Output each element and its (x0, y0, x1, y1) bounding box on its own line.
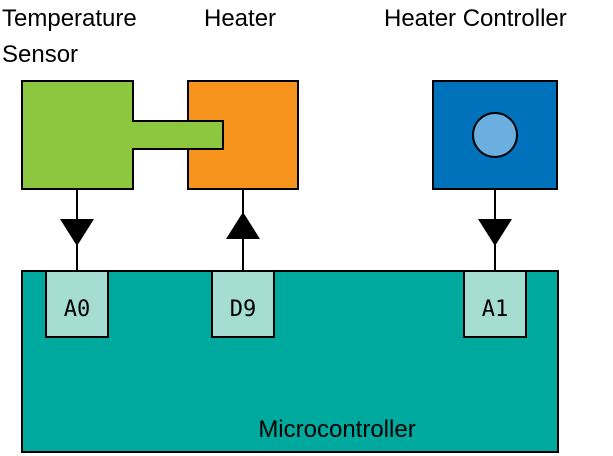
temperature-sensor-label-line1: Temperature (2, 5, 137, 32)
pin-a0 (45, 270, 109, 338)
sensor-to-a0-arrow (60, 219, 94, 246)
pin-d9 (211, 270, 275, 338)
temperature-sensor-label-line2: Sensor (2, 41, 78, 68)
controller-knob-icon (472, 112, 518, 158)
controller-to-a1-arrow (478, 219, 512, 246)
heater-controller-label: Heater Controller (384, 5, 567, 32)
microcontroller-label: Microcontroller (258, 416, 415, 443)
pin-a1-label: A1 (482, 297, 509, 322)
pin-a1 (463, 270, 527, 338)
pin-d9-label: D9 (230, 297, 257, 322)
pin-a0-label: A0 (64, 297, 91, 322)
d9-to-heater-arrow (226, 212, 260, 239)
heater-label: Heater (204, 5, 276, 32)
temperature-sensor-block (21, 80, 224, 190)
